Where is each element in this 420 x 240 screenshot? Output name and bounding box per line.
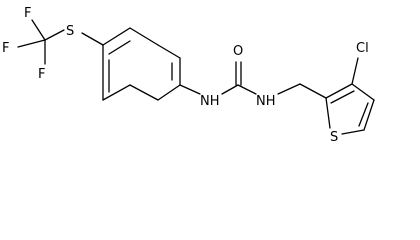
structure-canvas: F F F S NH O NH S Cl bbox=[2, 6, 375, 145]
atom-nh-right: NH bbox=[256, 94, 276, 109]
bond-th-1 bbox=[325, 83, 353, 99]
bond-ring-inner-1 bbox=[108, 40, 131, 55]
bond-th-1-double bbox=[330, 90, 355, 104]
bond-ring-3 bbox=[157, 44, 181, 59]
atom-cl: Cl bbox=[356, 41, 369, 56]
bond-c-n bbox=[237, 84, 257, 95]
atom-o-carbonyl: O bbox=[233, 44, 243, 59]
bond-ring-5 bbox=[157, 84, 181, 101]
atom-f-top: F bbox=[24, 6, 31, 21]
bond-ring-7 bbox=[102, 84, 131, 101]
bond-cf3-s bbox=[44, 29, 65, 41]
bond-th-cl bbox=[351, 57, 359, 85]
atom-s-thioether: S bbox=[66, 24, 74, 39]
atom-nh-left: NH bbox=[200, 94, 220, 109]
bond-th-3 bbox=[363, 99, 375, 131]
bond-ring-n bbox=[179, 84, 201, 95]
bond-th-5 bbox=[325, 97, 331, 129]
bond-th-3-double bbox=[358, 102, 369, 127]
bond-th-4 bbox=[341, 129, 365, 135]
bond-c-f-left bbox=[17, 39, 46, 48]
bond-ring-2 bbox=[129, 27, 159, 46]
bond-c-f-top bbox=[31, 19, 46, 41]
bond-ch2-thiophene bbox=[299, 83, 327, 99]
bond-ring-1 bbox=[102, 27, 131, 46]
bond-s-ring bbox=[81, 32, 104, 46]
atom-f-bottom: F bbox=[38, 67, 45, 82]
molecule-drawing: F F F S NH O NH S Cl bbox=[2, 6, 375, 145]
atom-f-left: F bbox=[2, 41, 9, 56]
bond-ring-6 bbox=[129, 84, 159, 101]
atom-s-thiophene: S bbox=[330, 130, 338, 145]
bond-n-ch2 bbox=[277, 83, 301, 95]
bond-n-c bbox=[221, 84, 239, 95]
bond-th-2 bbox=[351, 83, 375, 101]
